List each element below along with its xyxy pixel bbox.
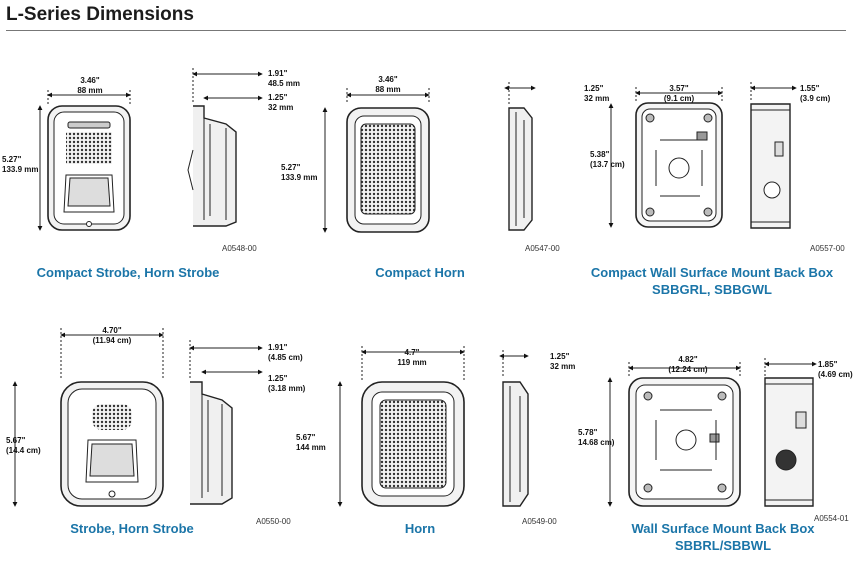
side-depth-dimension-2: 1.25"(3.18 mm): [268, 374, 306, 393]
drawing-code: A0548-00: [222, 244, 257, 253]
front-width-dimension: 3.46"88 mm: [375, 75, 401, 94]
front-width-dimension: 4.82"(12.24 cm): [668, 355, 708, 374]
front-height-dimension: 5.67"144 mm: [296, 433, 326, 452]
compact-backbox-front-view: [635, 102, 723, 228]
product-caption: Compact Horn: [375, 265, 465, 280]
drawing-code: A0550-00: [256, 517, 291, 526]
title-divider: [6, 30, 846, 31]
side-depth-dimension: 1.91"(4.85 cm): [268, 343, 303, 362]
compact-horn-front-view: [346, 107, 430, 233]
compact-backbox-side-view: [750, 103, 791, 229]
drawing-code: A0557-00: [810, 244, 845, 253]
compact-strobe-front-view: [47, 105, 131, 231]
side-depth-dimension-2: 1.25"32 mm: [268, 93, 294, 112]
strobe-side-view: [190, 381, 233, 505]
page-title: L-Series Dimensions: [6, 4, 194, 25]
side-depth-dimension: 1.25"32 mm: [584, 84, 610, 103]
front-height-dimension: 5.38"(13.7 cm): [590, 150, 625, 169]
side-depth-dimension: 1.91"48.5 mm: [268, 69, 301, 88]
backbox-side-view: [764, 377, 814, 507]
front-height-dimension: 5.27"133.9 mm: [2, 155, 39, 174]
front-width-dimension: 4.7"119 mm: [397, 348, 427, 367]
front-width-dimension: 3.46"88 mm: [77, 76, 103, 95]
compact-strobe-side-view: [187, 105, 237, 227]
strobe-front-view: [60, 381, 164, 507]
backbox-front-view: [628, 377, 741, 507]
product-caption: Horn: [404, 521, 436, 536]
side-depth-dimension: 1.55"(3.9 cm): [800, 84, 831, 103]
front-height-dimension: 5.27"133.9 mm: [281, 163, 318, 182]
product-caption: Strobe, Horn Strobe: [70, 521, 194, 536]
side-depth-dimension: 1.25"32 mm: [550, 352, 576, 371]
front-width-dimension: 4.70"(11.94 cm): [92, 326, 132, 345]
front-height-dimension: 5.78"14.68 cm): [578, 428, 615, 447]
drawing-code: A0547-00: [525, 244, 560, 253]
compact-horn-side-view: [508, 107, 533, 231]
front-height-dimension: 5.67"(14.4 cm): [6, 436, 41, 455]
drawing-code: A0549-00: [522, 517, 557, 526]
horn-side-view: [502, 381, 529, 507]
product-caption: Compact Strobe, Horn Strobe: [36, 265, 220, 280]
front-width-dimension: 3.57"(9.1 cm): [663, 84, 695, 103]
side-depth-dimension: 1.85"(4.69 cm): [818, 360, 853, 379]
drawing-code: A0554-01: [814, 514, 849, 523]
horn-front-view: [361, 381, 465, 507]
